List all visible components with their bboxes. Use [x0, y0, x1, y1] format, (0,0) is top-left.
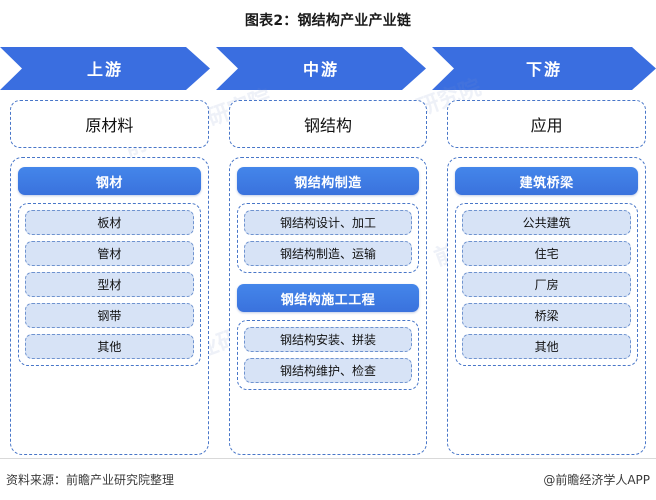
column-header-midstream: 钢结构	[228, 100, 428, 148]
group-steel: 钢材 板材 管材 型材 钢带 其他	[18, 167, 201, 366]
list-item[interactable]: 公共建筑	[462, 210, 632, 235]
stage-arrow-downstream-label: 下游	[525, 59, 562, 79]
list-item[interactable]: 钢结构制造、运输	[243, 241, 413, 266]
stage-arrow-downstream[interactable]: 下游	[432, 47, 656, 90]
list-item[interactable]: 其他	[25, 334, 194, 359]
list-item[interactable]: 板材	[25, 210, 194, 235]
stage-banner: 上游 中游 下游	[0, 47, 656, 90]
item-list-construction: 钢结构安装、拼装 钢结构维护、检查	[236, 320, 420, 390]
industry-chain-columns: 原材料 钢材 板材 管材 型材 钢带 其他 钢结构 钢结构制造 钢结构设计、加工	[0, 100, 656, 455]
column-upstream: 原材料 钢材 板材 管材 型材 钢带 其他	[0, 100, 219, 455]
list-item[interactable]: 厂房	[462, 272, 632, 297]
category-steel[interactable]: 钢材	[18, 167, 201, 195]
source-note: 资料来源：前瞻产业研究院整理	[6, 473, 175, 487]
group-steel-structure-manufacturing: 钢结构制造 钢结构设计、加工 钢结构制造、运输	[236, 167, 420, 273]
column-body-upstream: 钢材 板材 管材 型材 钢带 其他	[10, 157, 209, 455]
list-item[interactable]: 住宅	[462, 241, 632, 266]
column-header-downstream: 应用	[447, 100, 647, 148]
footer: 资料来源：前瞻产业研究院整理 @前瞻经济学人APP	[0, 458, 656, 500]
list-item[interactable]: 钢结构设计、加工	[243, 210, 413, 235]
group-steel-structure-construction: 钢结构施工工程 钢结构安装、拼装 钢结构维护、检查	[236, 284, 420, 390]
item-list-manufacturing: 钢结构设计、加工 钢结构制造、运输	[236, 203, 420, 273]
stage-arrow-upstream-label: 上游	[86, 59, 123, 79]
group-buildings-bridges: 建筑桥梁 公共建筑 住宅 厂房 桥梁 其他	[455, 167, 639, 366]
column-downstream: 应用 建筑桥梁 公共建筑 住宅 厂房 桥梁 其他	[437, 100, 656, 455]
column-body-midstream: 钢结构制造 钢结构设计、加工 钢结构制造、运输 钢结构施工工程 钢结构安装、拼装…	[228, 157, 428, 455]
column-body-downstream: 建筑桥梁 公共建筑 住宅 厂房 桥梁 其他	[447, 157, 647, 455]
list-item[interactable]: 桥梁	[462, 303, 632, 328]
stage-arrow-upstream[interactable]: 上游	[0, 47, 210, 90]
list-item[interactable]: 型材	[25, 272, 194, 297]
stage-arrow-midstream[interactable]: 中游	[216, 47, 426, 90]
list-item[interactable]: 钢结构安装、拼装	[243, 327, 413, 352]
item-list-steel: 板材 管材 型材 钢带 其他	[18, 203, 201, 366]
list-item[interactable]: 管材	[25, 241, 194, 266]
list-item[interactable]: 钢带	[25, 303, 194, 328]
category-buildings-bridges[interactable]: 建筑桥梁	[455, 167, 639, 195]
column-midstream: 钢结构 钢结构制造 钢结构设计、加工 钢结构制造、运输 钢结构施工工程 钢结构安…	[219, 100, 438, 455]
list-item[interactable]: 其他	[462, 334, 632, 359]
list-item[interactable]: 钢结构维护、检查	[243, 358, 413, 383]
column-header-upstream: 原材料	[10, 100, 209, 148]
stage-arrow-midstream-label: 中游	[302, 59, 339, 79]
category-steel-structure-manufacturing[interactable]: 钢结构制造	[236, 167, 420, 195]
page-title: 图表2：钢结构产业产业链	[244, 13, 412, 29]
item-list-applications: 公共建筑 住宅 厂房 桥梁 其他	[455, 203, 639, 366]
brand-note: @前瞻经济学人APP	[543, 473, 650, 487]
category-steel-structure-construction[interactable]: 钢结构施工工程	[236, 284, 420, 312]
